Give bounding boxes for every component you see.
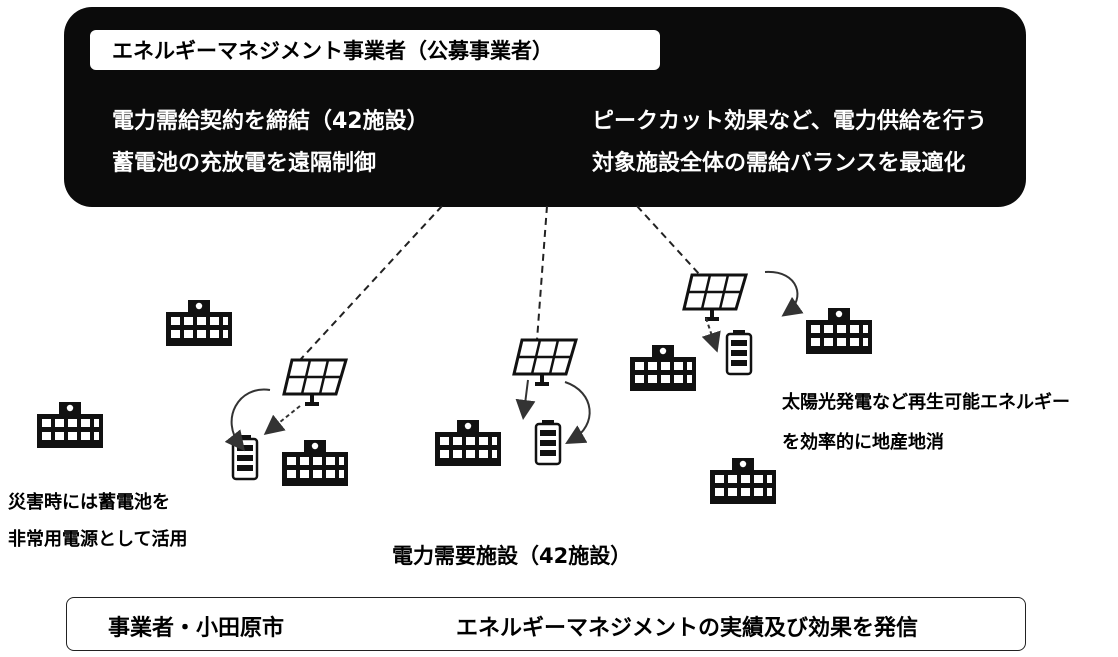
building-icon — [37, 402, 103, 448]
flow-arrow-icon — [515, 379, 536, 420]
peak-cut-text: ピークカット効果など、電力供給を行う — [592, 109, 987, 134]
curved-arrow-icon — [224, 388, 271, 452]
renewable-caption-line2: を効率的に地産地消 — [782, 432, 944, 453]
curved-arrow-icon — [764, 270, 804, 317]
building-icon — [435, 420, 501, 466]
disaster-caption-line2: 非常用電源として活用 — [8, 529, 188, 550]
dissemination-label: エネルギーマネジメントの実績及び効果を発信 — [456, 616, 919, 641]
renewable-caption-line1: 太陽光発電など再生可能エネルギー — [782, 392, 1070, 413]
balance-optimization-text: 対象施設全体の需給バランスを最適化 — [592, 151, 966, 176]
building-icon — [806, 308, 872, 354]
building-icon — [630, 345, 696, 391]
operator-city-label: 事業者・小田原市 — [108, 616, 285, 641]
facilities-caption: 電力需要施設（42施設） — [392, 544, 632, 568]
building-icon — [282, 440, 348, 486]
solar-panel-icon — [682, 273, 748, 323]
battery-icon — [534, 418, 562, 466]
link-line-right — [636, 205, 701, 276]
link-line-left — [299, 205, 443, 361]
building-icon — [710, 458, 776, 504]
operator-title: エネルギーマネジメント事業者（公募事業者） — [90, 30, 660, 70]
building-icon — [166, 300, 232, 346]
curved-arrow-icon — [564, 381, 591, 445]
disaster-caption-line1: 災害時には蓄電池を — [8, 492, 170, 513]
solar-panel-icon — [282, 358, 348, 408]
contract-text: 電力需給契約を締結（42施設） — [112, 109, 429, 134]
remote-control-text: 蓄電池の充放電を遠隔制御 — [112, 151, 377, 176]
solar-panel-icon — [512, 338, 578, 388]
flow-arrow-icon — [701, 317, 721, 353]
flow-arrow-icon — [263, 405, 301, 435]
link-line-center — [536, 205, 548, 341]
battery-icon — [725, 328, 753, 376]
dissemination-box — [66, 597, 1026, 651]
